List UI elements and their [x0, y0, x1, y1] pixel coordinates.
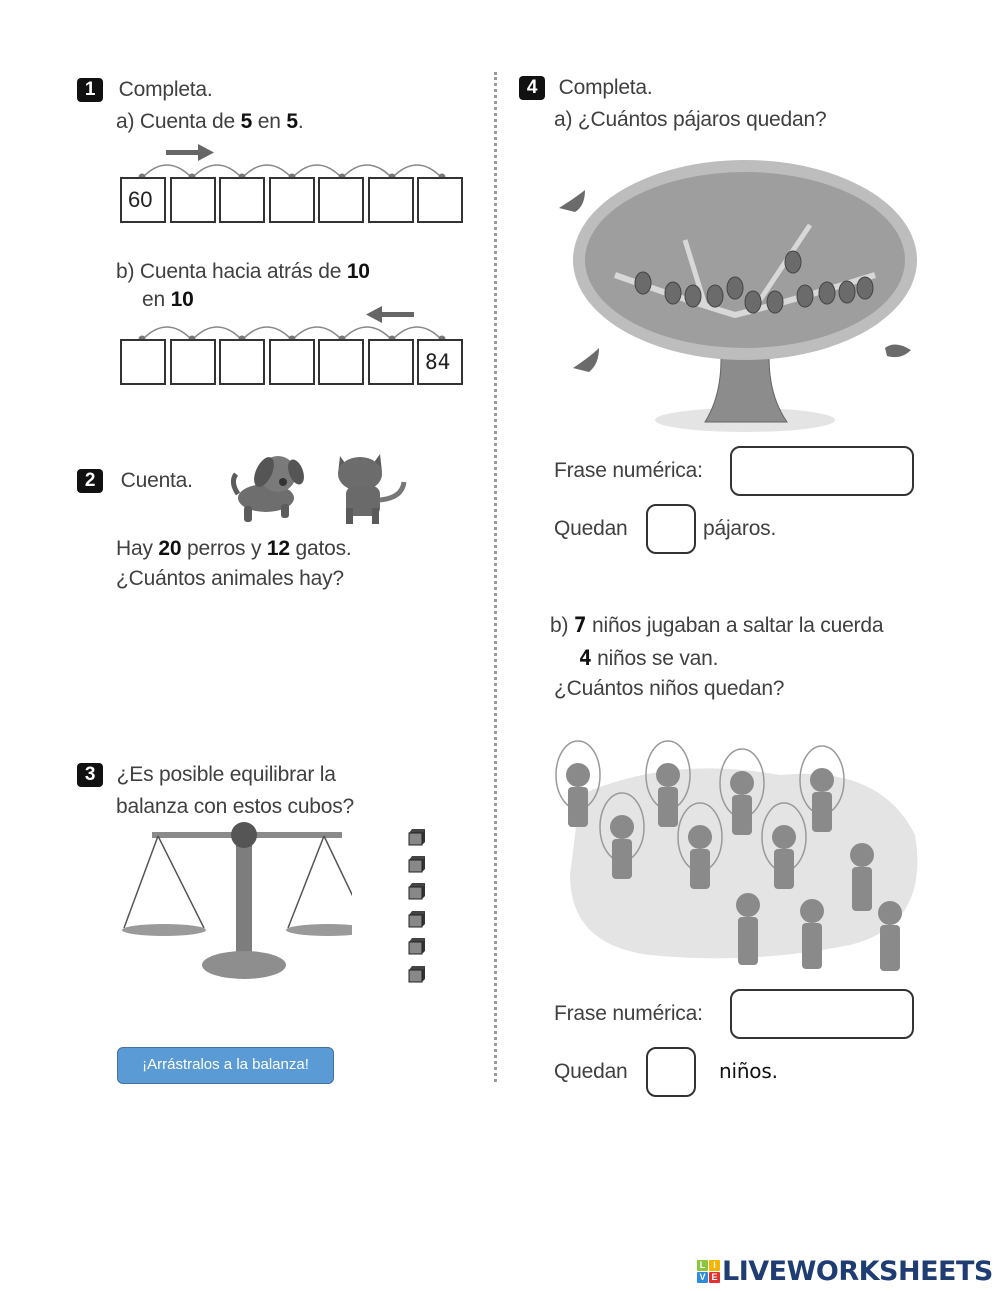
exercise-3-question-line2: balanza con estos cubos? [116, 795, 355, 818]
number-box-input[interactable] [219, 177, 265, 223]
remaining-suffix-a: pájaros. [703, 517, 777, 540]
dog-icon [230, 456, 304, 522]
exercise-number-badge: 3 [77, 763, 103, 787]
remaining-box-b[interactable] [646, 1047, 696, 1097]
exercise-1-heading: 1 Completa. [77, 77, 213, 103]
number-box-input[interactable] [169, 177, 216, 223]
exercise-2-heading: 2 Cuenta. [77, 468, 193, 494]
tree-with-birds-illustration [555, 150, 940, 440]
remaining-prefix-a: Quedan [554, 517, 628, 540]
number-line-a: 60 [120, 177, 467, 223]
exercise-4b-line2: 4 niños se van. [579, 646, 719, 670]
exercise-title: Cuenta. [120, 469, 193, 492]
right-pan[interactable] [286, 924, 352, 936]
exercise-4b-line1: b) 7 niños jugaban a saltar la cuerda [550, 613, 884, 637]
number-line-b: 84 [120, 339, 467, 385]
logo-live-grid-icon: L I V E [697, 1260, 720, 1283]
answer-input[interactable] [375, 179, 412, 221]
number-sentence-box-a[interactable] [730, 446, 914, 496]
answer-input[interactable] [375, 341, 412, 383]
cat-icon [338, 454, 407, 524]
exercise-3-heading: 3 ¿Es posible equilibrar la [77, 762, 336, 788]
number-sentence-label-b: Frase numérica: [554, 1002, 703, 1025]
exercise-number-badge: 4 [519, 76, 545, 100]
number-box-input[interactable] [120, 339, 166, 385]
number-box-input[interactable] [268, 177, 315, 223]
exercise-1b-instruction-line1: b) Cuenta hacia atrás de 10 [116, 260, 370, 283]
number-sentence-label-a: Frase numérica: [554, 459, 703, 482]
exercise-4a-question: a) ¿Cuántos pájaros quedan? [554, 108, 827, 131]
exercise-title: Completa. [558, 76, 653, 99]
answer-input[interactable] [177, 341, 214, 383]
remaining-box-a[interactable] [646, 504, 696, 554]
remaining-prefix-b: Quedan [554, 1060, 628, 1083]
answer-input[interactable] [425, 179, 461, 221]
logo-text: LIVEWORKSHEETS [722, 1256, 993, 1287]
answer-input[interactable] [326, 341, 362, 383]
liveworksheets-logo: L I V E LIVEWORKSHEETS [697, 1256, 993, 1287]
number-box-start: 60 [120, 177, 166, 223]
number-box-input[interactable] [367, 177, 414, 223]
answer-input[interactable] [128, 341, 164, 383]
exercise-1b-instruction-line2: en 10 [142, 288, 194, 311]
cube-icon[interactable] [408, 882, 426, 900]
number-box-input[interactable] [268, 339, 315, 385]
arrow-left-icon [366, 306, 414, 323]
answer-input[interactable] [227, 341, 263, 383]
exercise-number-badge: 1 [77, 78, 103, 102]
balance-scale[interactable] [112, 822, 352, 990]
exercise-title: Completa. [118, 78, 213, 101]
exercise-4-heading: 4 Completa. [519, 75, 653, 101]
number-box-input[interactable] [318, 177, 364, 223]
remaining-input-b[interactable] [648, 1049, 694, 1095]
children-jumping-rope-illustration [555, 740, 918, 971]
answer-input[interactable] [227, 179, 263, 221]
answer-input[interactable] [177, 179, 214, 221]
number-box-end: 84 [417, 339, 463, 385]
number-box-input[interactable] [318, 339, 364, 385]
number-sentence-box-b[interactable] [730, 989, 914, 1039]
remaining-input-a[interactable] [648, 506, 694, 552]
answer-input[interactable] [276, 179, 313, 221]
number-sentence-input-a[interactable] [732, 448, 912, 494]
exercise-4b-question: ¿Cuántos niños quedan? [554, 677, 785, 700]
number-sentence-input-b[interactable] [732, 991, 912, 1037]
number-box-input[interactable] [219, 339, 265, 385]
drag-to-balance-button[interactable]: ¡Arrástralos a la balanza! [117, 1047, 334, 1084]
cube-icon[interactable] [408, 965, 426, 983]
arrow-right-icon [166, 144, 214, 161]
remaining-suffix-b: niños. [719, 1059, 778, 1083]
left-pan[interactable] [122, 924, 206, 936]
exercise-2-question: ¿Cuántos animales hay? [116, 567, 344, 590]
exercise-3-question-line1: ¿Es posible equilibrar la [116, 763, 336, 786]
number-box-input[interactable] [367, 339, 414, 385]
answer-input[interactable] [326, 179, 362, 221]
cube-icon[interactable] [408, 855, 426, 873]
cube-icon[interactable] [408, 828, 426, 846]
number-box-input[interactable] [169, 339, 216, 385]
cube-icon[interactable] [408, 910, 426, 928]
exercise-1a-instruction: a) Cuenta de 5 en 5. [116, 110, 304, 133]
exercise-number-badge: 2 [77, 469, 103, 493]
exercise-2-statement: Hay 20 perros y 12 gatos. [116, 537, 352, 560]
answer-input[interactable] [276, 341, 313, 383]
number-box-input[interactable] [417, 177, 463, 223]
column-divider [494, 72, 497, 1082]
cube-icon[interactable] [408, 937, 426, 955]
